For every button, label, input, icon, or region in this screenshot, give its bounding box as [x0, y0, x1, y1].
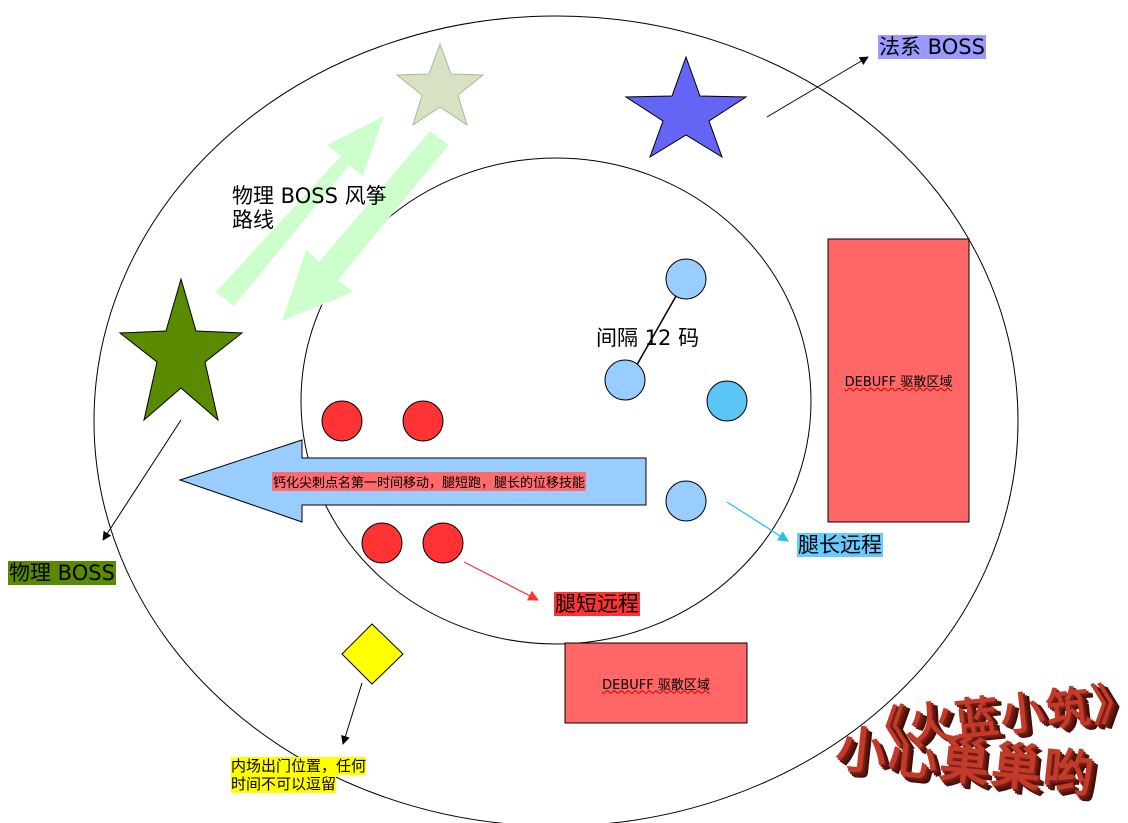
- magic-boss-text: 法系 BOSS: [878, 35, 986, 59]
- inner-ring: [300, 157, 812, 645]
- outer-ring: [93, 15, 1019, 823]
- exit-pointer: [341, 682, 363, 745]
- red-player: [361, 522, 403, 564]
- debuff-zone-bottom-rect: [564, 642, 748, 724]
- blue-player: [665, 258, 707, 300]
- exit-note-line1: 内场出门位置，任何: [231, 757, 367, 775]
- short-leg-ranged-label: 腿短远程: [554, 592, 640, 616]
- red-player: [402, 400, 444, 442]
- debuff-zone-right-text: DEBUFF 驱散区域: [844, 375, 953, 390]
- long-leg-pointer: [726, 501, 789, 542]
- physical-route-label-line1: 物理 BOSS 风筝: [232, 184, 387, 208]
- debuff-zone-bottom-text: DEBUFF 驱散区域: [602, 677, 710, 693]
- debuff-zone-right: DEBUFF 驱散区域: [828, 239, 969, 522]
- physical-boss-star: [118, 277, 244, 422]
- red-player: [321, 400, 363, 442]
- blue-player: [604, 359, 646, 401]
- magic-boss-star: [624, 55, 748, 159]
- exit-note-line2: 时间不可以逗留: [231, 775, 337, 793]
- faded-star: [395, 42, 485, 127]
- physical-boss-label: 物理 BOSS: [8, 561, 116, 585]
- red-player: [422, 522, 464, 564]
- short-leg-ranged-text: 腿短远程: [554, 592, 640, 616]
- long-leg-ranged-label: 腿长远程: [797, 533, 883, 557]
- debuff-zone-bottom: DEBUFF 驱散区域: [565, 643, 747, 723]
- route-arrow-down: [282, 131, 449, 321]
- physical-boss-pointer: [102, 419, 182, 541]
- short-leg-pointer: [463, 561, 539, 601]
- physical-boss-text: 物理 BOSS: [8, 561, 116, 585]
- route-arrow-up: [216, 116, 384, 306]
- big-arrow-text: 钙化尖刺点名第一时间移动，腿短跑，腿长的位移技能: [272, 472, 587, 491]
- exit-note: 内场出门位置，任何 时间不可以逗留: [231, 757, 367, 793]
- magic-boss-pointer: [766, 56, 869, 118]
- physical-route-label-line2: 路线: [232, 208, 274, 233]
- long-leg-ranged-text: 腿长远程: [797, 533, 883, 557]
- debuff-zone-right-rect: [827, 238, 970, 523]
- spacing-arrow: [629, 280, 685, 379]
- cyan-player: [706, 380, 748, 422]
- magic-boss-label: 法系 BOSS: [878, 35, 986, 59]
- physical-route-label: 物理 BOSS 风筝 路线: [232, 184, 387, 232]
- spacing-label: 间隔 12 码: [596, 326, 700, 350]
- blue-player: [665, 480, 707, 522]
- exit-marker-diamond: [341, 623, 404, 685]
